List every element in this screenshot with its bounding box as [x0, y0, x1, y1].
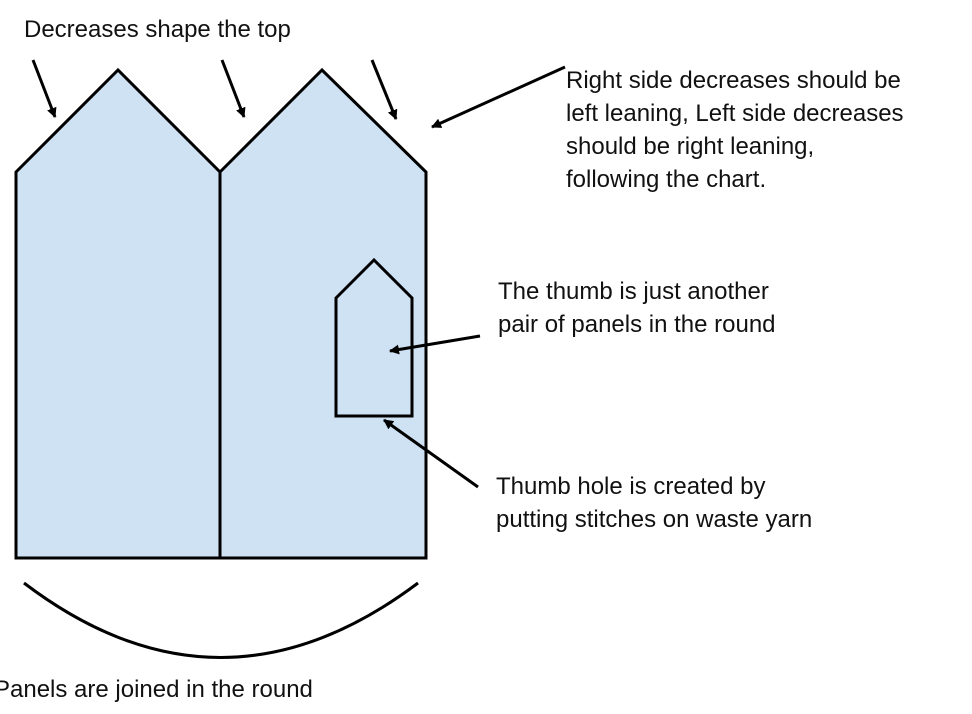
- label-decrease-lean-3: should be right leaning,: [566, 133, 814, 160]
- arrow-decrease-lean: [431, 65, 566, 129]
- label-decrease-lean-1: Right side decreases should be: [566, 67, 901, 94]
- arrow-thumb-panels: [389, 334, 481, 355]
- arrow-thumb-hole: [383, 418, 479, 489]
- label-decreases-top: Decreases shape the top: [24, 16, 291, 43]
- arrow-decrease-3: [370, 59, 398, 120]
- label-thumb-hole-1: Thumb hole is created by: [496, 473, 765, 500]
- label-decrease-lean-2: left leaning, Left side decreases: [566, 100, 904, 127]
- label-decrease-lean-4: following the chart.: [566, 166, 766, 193]
- joined-brace: [23, 581, 419, 659]
- thumb-shape: [334, 257, 414, 418]
- label-thumb-panels-2: pair of panels in the round: [498, 311, 776, 338]
- right-panel: [218, 67, 428, 560]
- label-thumb-hole-2: putting stitches on waste yarn: [496, 506, 812, 533]
- left-panel: [14, 67, 222, 560]
- arrow-decrease-2: [220, 59, 246, 118]
- label-thumb-panels-1: The thumb is just another: [498, 278, 769, 305]
- label-panels-joined: Panels are joined in the round: [0, 676, 313, 703]
- arrow-decrease-1: [31, 59, 57, 118]
